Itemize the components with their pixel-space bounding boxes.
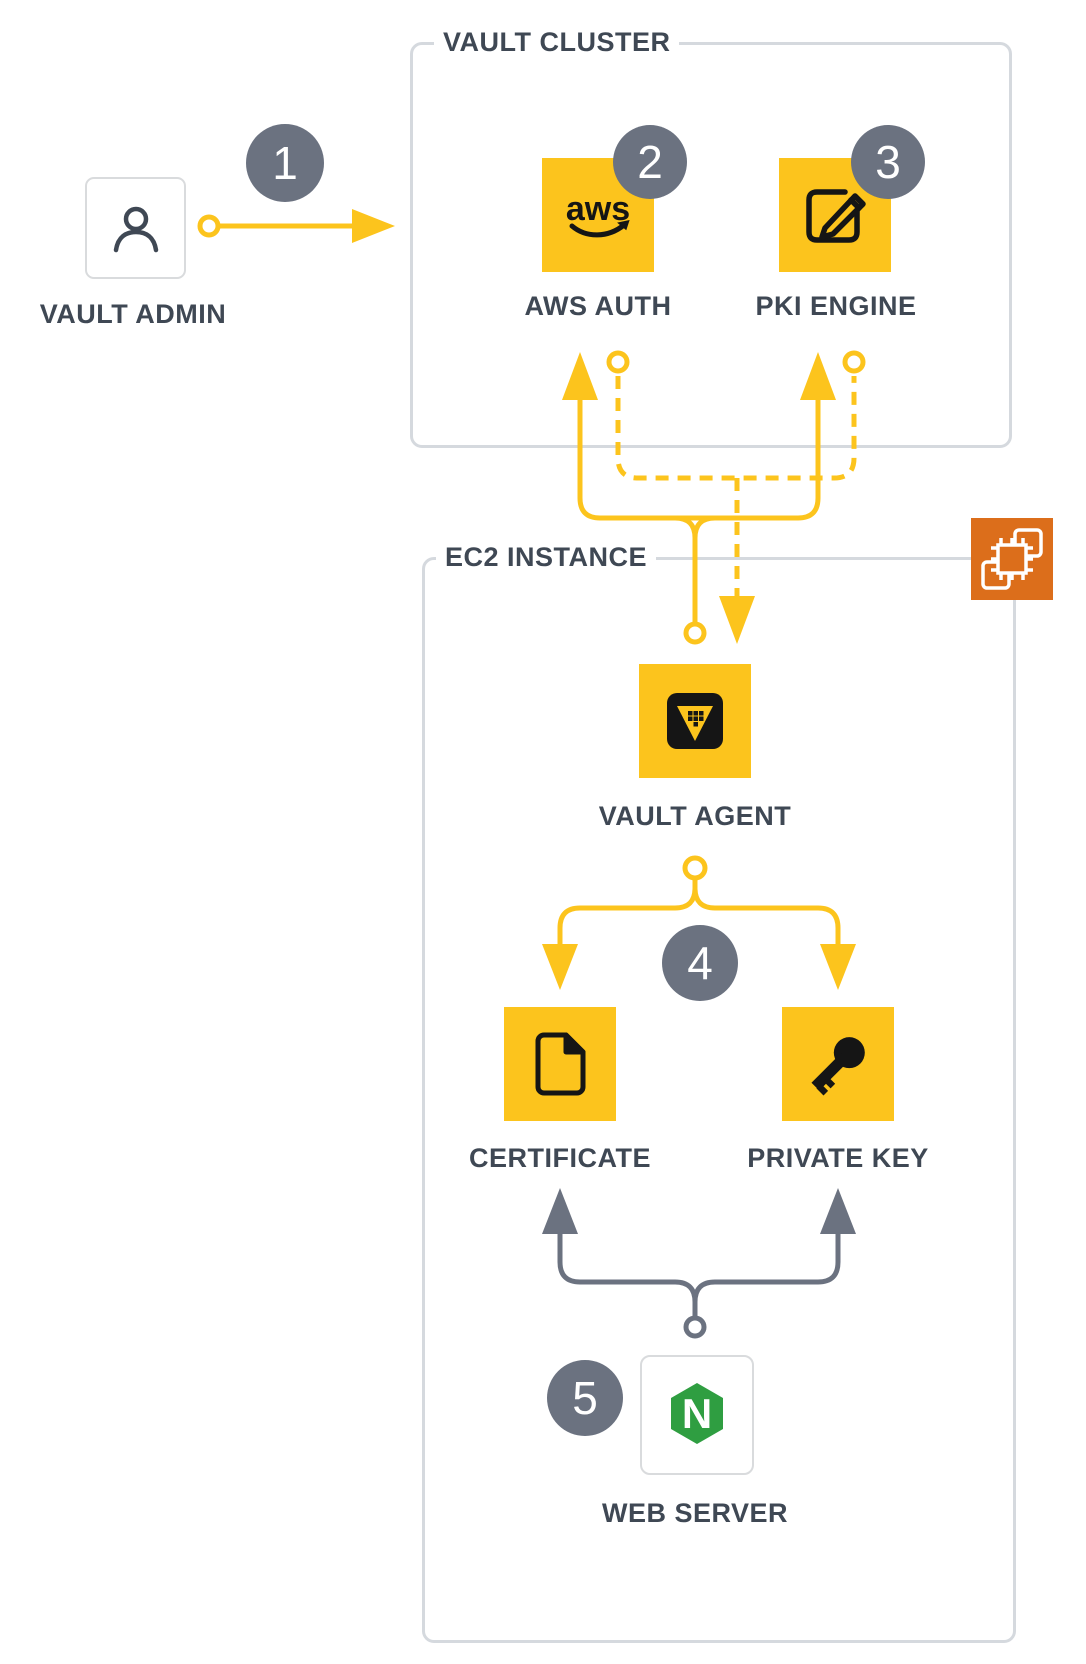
web-server-label: WEB SERVER: [601, 1498, 789, 1528]
user-icon: [113, 206, 158, 253]
aws-logo-text: aws: [566, 190, 630, 228]
arrow-auth-pki-to-agent-dashed: [606, 350, 866, 644]
arrow-agent-to-cert-key: [542, 855, 856, 990]
aws-auth-label: AWS AUTH: [524, 291, 672, 321]
arrow-agent-to-auth-pki: [562, 352, 836, 645]
web-server-node[interactable]: N: [640, 1355, 754, 1475]
pki-engine-label: PKI ENGINE: [755, 291, 917, 321]
private-key-label: PRIVATE KEY: [747, 1143, 929, 1173]
edit-icon: [806, 189, 866, 243]
arrow-webserver-to-cert-key: [542, 1188, 856, 1339]
vault-admin-node[interactable]: [85, 177, 186, 279]
step-badge-5: 5: [547, 1360, 623, 1436]
vault-admin-label: VAULT ADMIN: [39, 299, 227, 329]
aws-logo-icon: aws: [566, 190, 630, 238]
file-icon: [535, 1032, 586, 1096]
vault-cluster-box: [410, 42, 1012, 448]
vault-cluster-title: VAULT CLUSTER: [434, 27, 680, 57]
step-badge-2: 2: [613, 125, 687, 199]
step-badge-1: 1: [246, 124, 324, 202]
vault-agent-label: VAULT AGENT: [598, 801, 792, 831]
nginx-letter: N: [682, 1390, 712, 1437]
certificate-node[interactable]: [504, 1007, 616, 1121]
ec2-instance-box: [422, 557, 1016, 1643]
vault-agent-node[interactable]: [639, 664, 751, 778]
certificate-label: CERTIFICATE: [469, 1143, 651, 1173]
vault-logo-icon: [667, 693, 723, 749]
ec2-instance-title: EC2 INSTANCE: [436, 542, 657, 572]
arrow-admin-to-cluster: [197, 209, 395, 243]
aws-auth-node[interactable]: aws: [542, 158, 654, 272]
ec2-chip-icon: [971, 518, 1053, 600]
step-badge-3: 3: [851, 125, 925, 199]
private-key-node[interactable]: [782, 1007, 894, 1121]
key-icon: [811, 1037, 865, 1096]
nginx-icon: N: [671, 1383, 723, 1444]
step-badge-4: 4: [662, 925, 738, 1001]
